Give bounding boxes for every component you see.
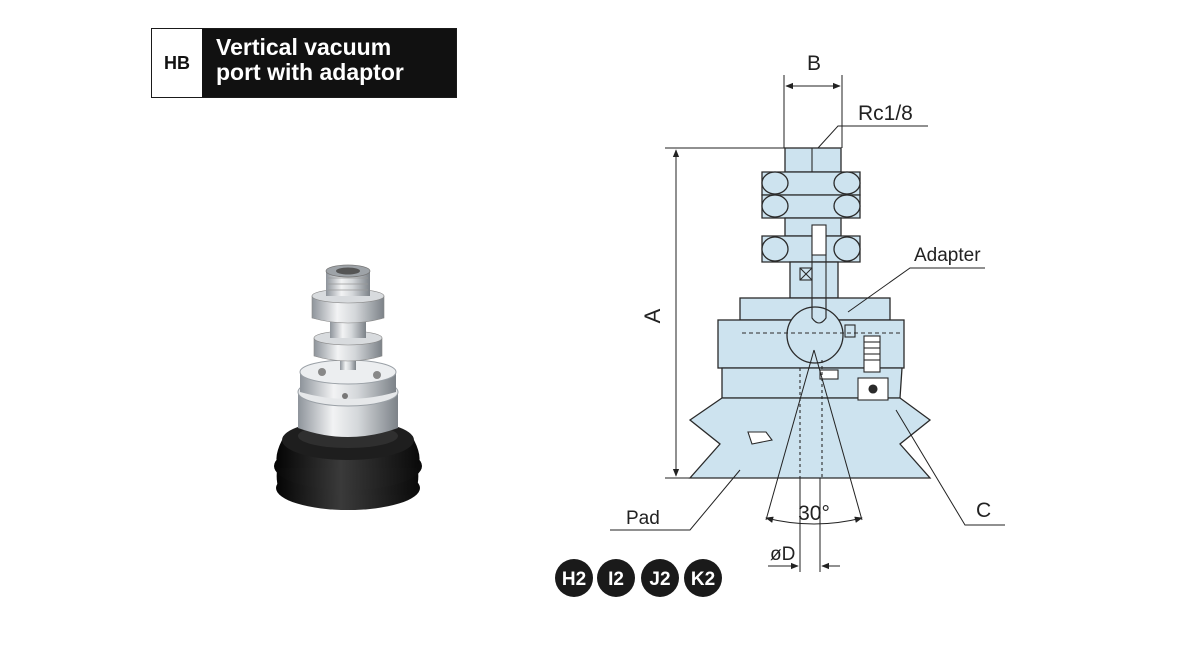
model-code: HB: [164, 52, 190, 73]
angle-label: 30°: [798, 502, 830, 525]
diameter-label: øD: [770, 544, 795, 565]
dimension-a-label: A: [640, 308, 665, 323]
drawing-details: [742, 148, 900, 478]
pad-type-j2: J2: [649, 569, 670, 590]
title-line-1: Vertical vacuum: [216, 34, 392, 60]
technical-drawing: [688, 147, 932, 479]
pad-type-k2: K2: [691, 569, 715, 590]
title-box: HB Vertical vacuum port with adaptor: [151, 28, 457, 98]
adapter-label: Adapter: [914, 245, 981, 266]
pad-type-i2: I2: [608, 569, 624, 590]
thread-label: Rc1/8: [858, 102, 913, 125]
dimension-c-label: C: [976, 499, 991, 522]
title-text: Vertical vacuum port with adaptor: [202, 29, 456, 97]
dimension-b-label: B: [807, 52, 821, 75]
pad-type-badges: H2 I2 J2 K2: [555, 559, 722, 597]
pad-label: Pad: [626, 508, 660, 529]
pad-type-h2: H2: [562, 569, 586, 590]
dimension-lines: [610, 75, 1005, 572]
product-photo: [274, 264, 422, 510]
title-line-2: port with adaptor: [216, 59, 404, 85]
